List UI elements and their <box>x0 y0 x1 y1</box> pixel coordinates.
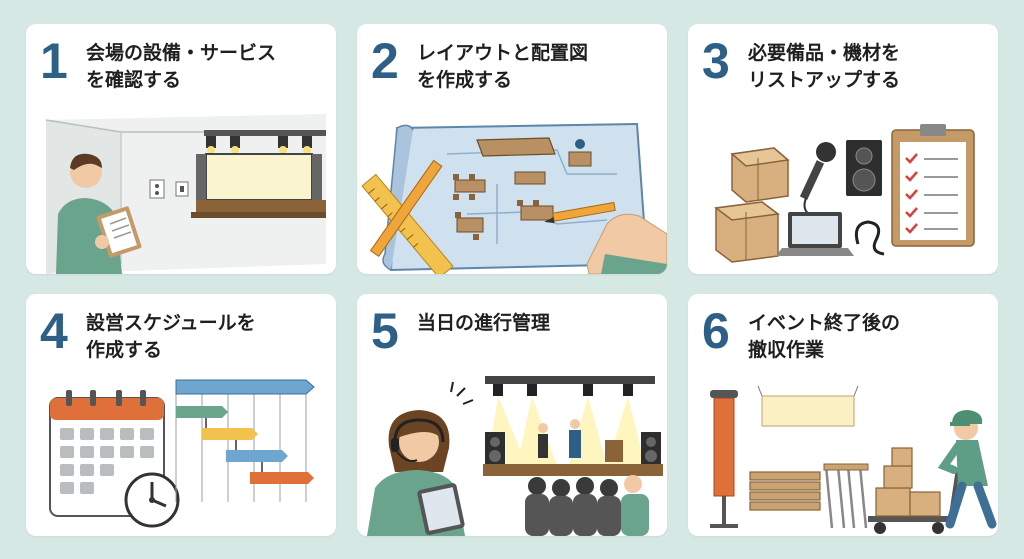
step-title-6-line-1: イベント終了後の <box>748 312 901 334</box>
step-header-5: 5 当日の進行管理 <box>371 306 657 356</box>
floor-plan-illustration <box>361 122 667 274</box>
step-number-4: 4 <box>40 303 68 359</box>
step-card-4: 4 設営スケジュールを 作成する <box>26 294 336 536</box>
step-card-5: 5 当日の進行管理 <box>357 294 667 536</box>
step-title-1-line-1: 会場の設備・サービス <box>86 42 277 64</box>
step-header-4: 4 設営スケジュールを 作成する <box>40 306 326 364</box>
step-title-2-line-2: を作成する <box>417 69 513 91</box>
step-title-3-line-2: リストアップする <box>748 69 901 91</box>
step-header-3: 3 必要備品・機材を リストアップする <box>702 36 988 94</box>
venue-inspection-illustration <box>45 114 326 274</box>
step-header-1: 1 会場の設備・サービス を確認する <box>40 36 326 94</box>
step-title-2-line-1: レイアウトと配置図 <box>417 42 589 64</box>
step-number-2: 2 <box>371 33 399 89</box>
step-title-3-line-1: 必要備品・機材を <box>748 42 901 64</box>
step-title-5: 当日の進行管理 <box>417 310 550 337</box>
stage-event-management-illustration <box>367 376 663 536</box>
step-card-6: 6 イベント終了後の 撤収作業 <box>688 294 998 536</box>
equipment-checklist-illustration <box>714 124 975 263</box>
step-number-6: 6 <box>702 303 730 359</box>
step-card-3: 3 必要備品・機材を リストアップする <box>688 24 998 274</box>
step-header-6: 6 イベント終了後の 撤収作業 <box>702 306 988 364</box>
teardown-cart-illustration <box>710 385 997 534</box>
step-title-5-line-1: 当日の進行管理 <box>417 312 551 334</box>
step-title-1: 会場の設備・サービス を確認する <box>86 40 276 94</box>
step-number-3: 3 <box>702 33 730 89</box>
step-title-2: レイアウトと配置図 を作成する <box>417 40 588 94</box>
step-title-1-line-2: を確認する <box>86 69 182 91</box>
step-title-4-line-1: 設営スケジュールを <box>86 312 256 334</box>
calendar-gantt-clock-illustration <box>49 379 315 528</box>
step-card-1: 1 会場の設備・サービス を確認する <box>26 24 336 274</box>
steps-grid: 1 会場の設備・サービス を確認する <box>26 24 998 536</box>
step-card-2: 2 レイアウトと配置図 を作成する <box>357 24 667 274</box>
step-title-3: 必要備品・機材を リストアップする <box>748 40 900 94</box>
step-number-5: 5 <box>371 303 399 359</box>
step-number-1: 1 <box>40 33 68 89</box>
step-title-4-line-2: 作成する <box>86 339 163 361</box>
step-header-2: 2 レイアウトと配置図 を作成する <box>371 36 657 94</box>
step-title-6: イベント終了後の 撤収作業 <box>748 310 900 364</box>
step-title-4: 設営スケジュールを 作成する <box>86 310 256 364</box>
step-title-6-line-2: 撤収作業 <box>748 339 825 361</box>
